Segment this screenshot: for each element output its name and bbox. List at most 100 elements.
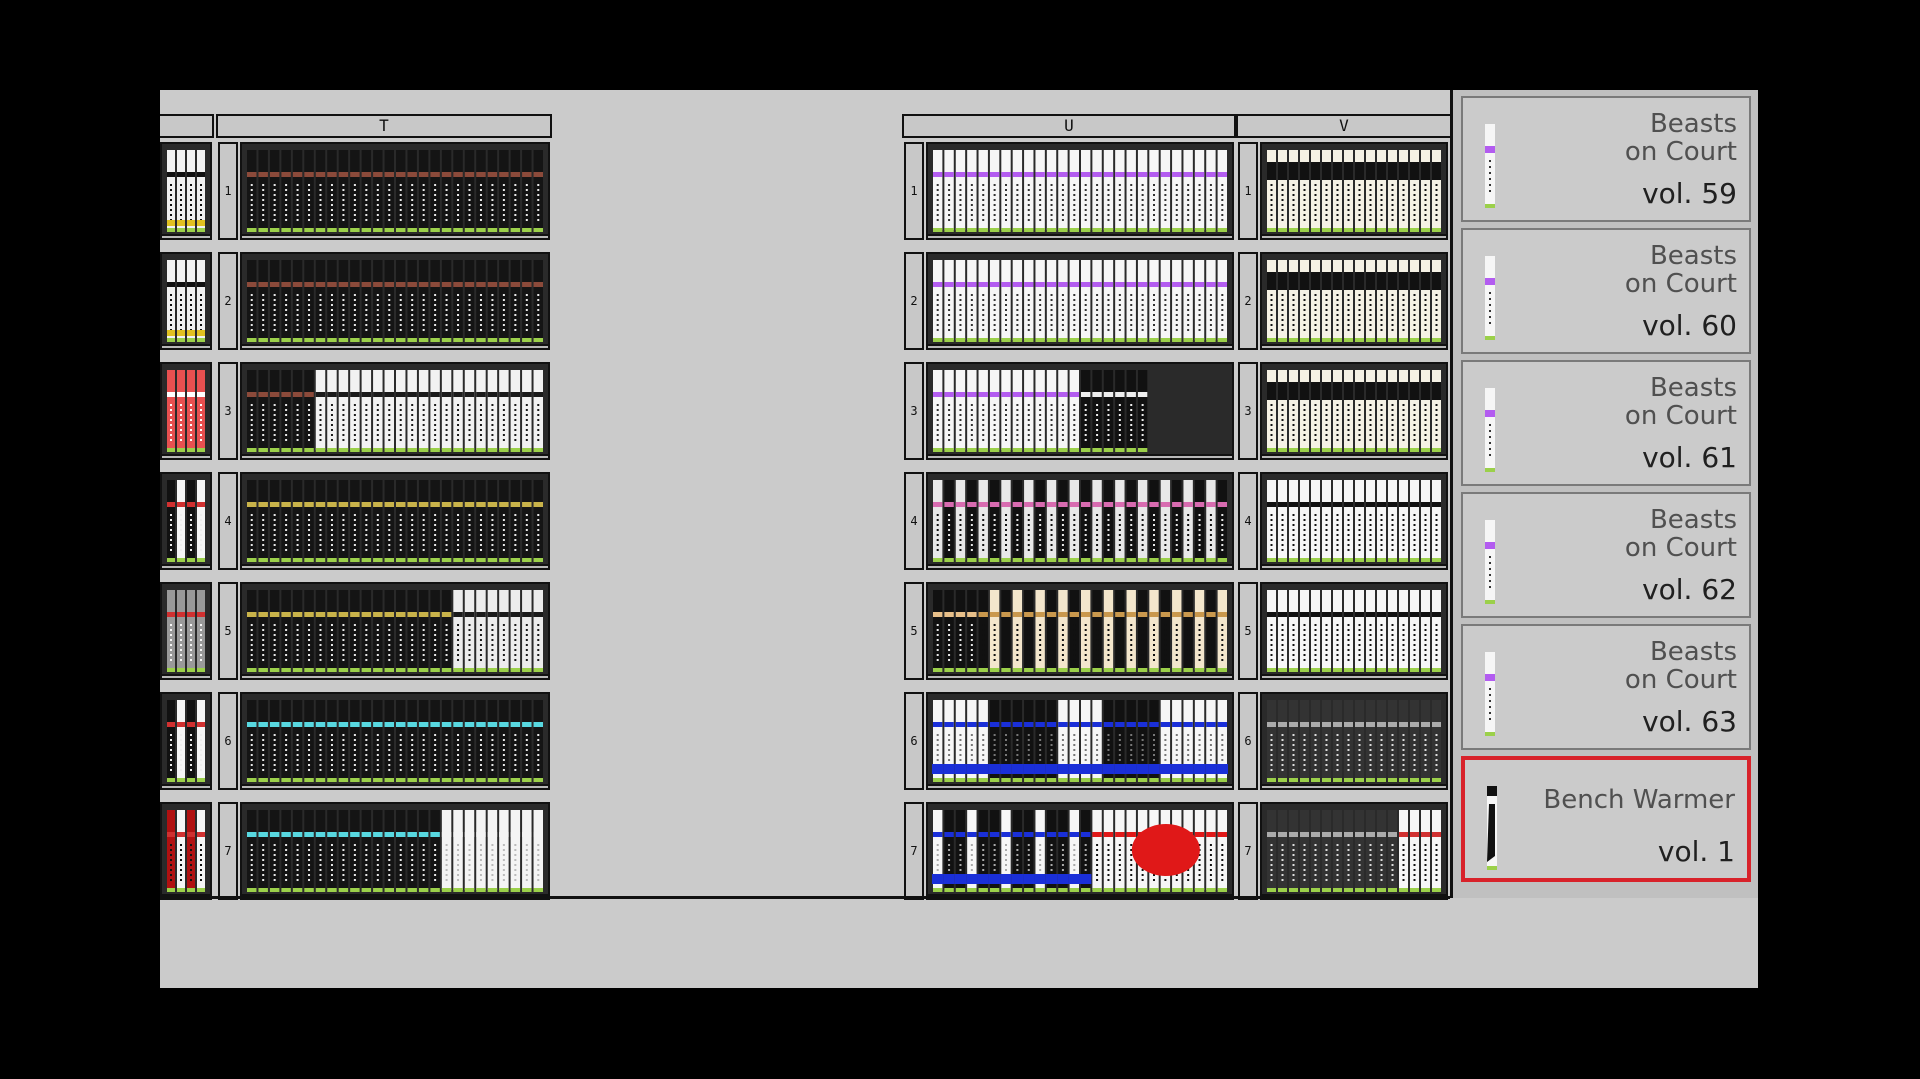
book-spine xyxy=(1081,260,1091,342)
shelf-compartment[interactable] xyxy=(160,472,212,570)
book-spine xyxy=(476,810,486,892)
shelf-compartment[interactable] xyxy=(926,362,1234,460)
book-spine xyxy=(1046,150,1057,232)
book-spine xyxy=(1194,150,1205,232)
shelf-compartment[interactable] xyxy=(926,472,1234,570)
shelf-compartment[interactable] xyxy=(240,802,550,900)
book-volume: vol. 62 xyxy=(1642,573,1737,606)
shelf-compartment[interactable] xyxy=(1260,692,1448,790)
book-spine xyxy=(1300,810,1309,892)
shelf-compartment[interactable] xyxy=(160,802,212,900)
shelf-compartment[interactable] xyxy=(240,362,550,460)
book-spine xyxy=(258,480,268,562)
book-spine xyxy=(167,590,175,672)
book-spine xyxy=(1172,150,1182,232)
book-spine xyxy=(1355,260,1364,342)
book-spine xyxy=(966,700,978,782)
shelf-compartment[interactable] xyxy=(926,252,1234,350)
shelf-row xyxy=(160,138,214,242)
shelf-compartment[interactable] xyxy=(926,802,1234,900)
shelf-board xyxy=(1262,674,1446,678)
book-spines xyxy=(247,150,543,232)
book-spine xyxy=(1024,480,1034,562)
book-spine xyxy=(1421,370,1430,452)
shelf-row xyxy=(160,468,214,572)
book-spine xyxy=(1432,150,1441,232)
shelf-compartment[interactable] xyxy=(160,582,212,680)
shelf-compartment[interactable] xyxy=(240,582,550,680)
shelf-compartment[interactable] xyxy=(240,252,550,350)
shelf-compartment[interactable] xyxy=(240,472,550,570)
book-spine xyxy=(1081,370,1091,452)
book-spine xyxy=(1410,590,1419,672)
book-spine xyxy=(967,370,977,452)
book-spine xyxy=(1366,590,1375,672)
shelf-compartment[interactable] xyxy=(926,582,1234,680)
shelf-compartment[interactable] xyxy=(1260,252,1448,350)
shelf-compartment[interactable] xyxy=(1260,582,1448,680)
book-spine xyxy=(1103,260,1114,342)
book-spine xyxy=(1102,700,1115,782)
book-spine xyxy=(487,150,498,232)
book-spine xyxy=(1035,260,1045,342)
book-spine xyxy=(1399,810,1408,892)
shelf-compartment[interactable] xyxy=(926,142,1234,240)
book-spine xyxy=(304,590,314,672)
shelf-board xyxy=(242,344,548,348)
book-spine xyxy=(1012,150,1023,232)
shelf-compartment[interactable] xyxy=(240,142,550,240)
shelf-compartment[interactable] xyxy=(1260,362,1448,460)
book-spine xyxy=(1432,370,1441,452)
shelf-compartment[interactable] xyxy=(160,362,212,460)
shelf-row xyxy=(160,798,214,902)
book-spine xyxy=(177,260,185,342)
shelf-compartment[interactable] xyxy=(1260,472,1448,570)
book-spine xyxy=(1115,810,1125,892)
row-number-label: 4 xyxy=(218,472,238,570)
book-spine xyxy=(464,150,475,232)
book-spine xyxy=(292,260,303,342)
book-spine xyxy=(1137,480,1148,562)
book-spine xyxy=(464,590,475,672)
shelf-compartment[interactable] xyxy=(240,692,550,790)
shelf-compartment[interactable] xyxy=(160,252,212,350)
book-spine xyxy=(1344,260,1353,342)
book-spine xyxy=(1432,700,1441,782)
book-spine xyxy=(1355,590,1364,672)
book-spine xyxy=(1034,810,1046,892)
book-spine xyxy=(1149,150,1159,232)
book-spine xyxy=(1421,260,1430,342)
shelf-row: 6 xyxy=(216,688,552,792)
book-spine xyxy=(197,700,205,782)
book-spine xyxy=(933,370,943,452)
shelf-compartment[interactable] xyxy=(160,692,212,790)
shelf-board xyxy=(1262,784,1446,788)
book-spine xyxy=(1311,150,1320,232)
book-spine xyxy=(487,480,498,562)
book-spine xyxy=(197,480,205,562)
book-spine xyxy=(1322,370,1331,452)
book-spine xyxy=(407,150,417,232)
book-spine xyxy=(1300,370,1309,452)
book-spine xyxy=(1115,590,1125,672)
book-spine xyxy=(441,700,452,782)
shelf-compartment[interactable] xyxy=(1260,802,1448,900)
shelf-compartment[interactable] xyxy=(1260,142,1448,240)
book-spine xyxy=(350,260,360,342)
shelf-compartment[interactable] xyxy=(160,142,212,240)
book-spine xyxy=(1300,150,1309,232)
book-spine xyxy=(281,590,291,672)
book-spine xyxy=(453,590,463,672)
book-spines xyxy=(1267,480,1441,562)
book-spine xyxy=(177,480,185,562)
book-spine xyxy=(1322,480,1331,562)
book-spine xyxy=(1311,810,1320,892)
book-spine xyxy=(453,150,463,232)
shelf-compartment[interactable] xyxy=(926,692,1234,790)
